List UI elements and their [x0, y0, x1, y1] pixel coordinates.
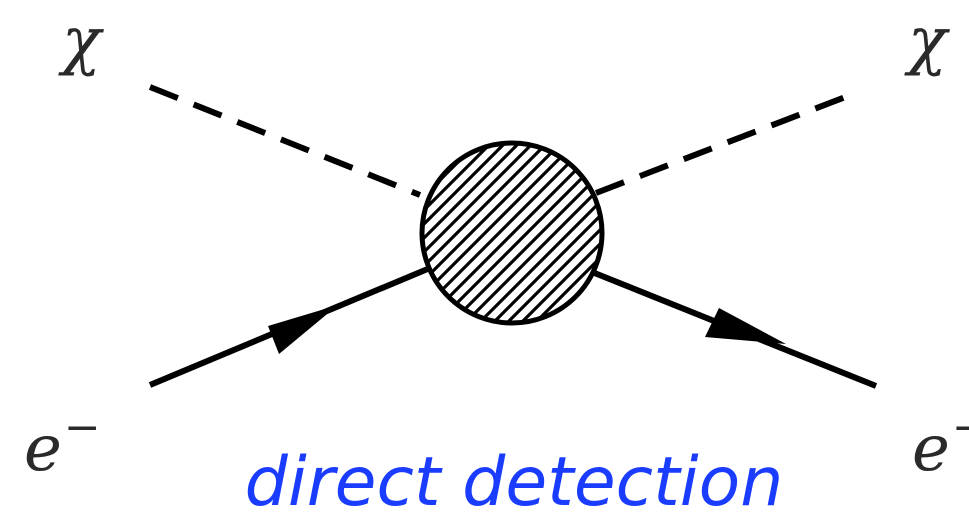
dark-matter-label-top-right: χ	[904, 4, 950, 78]
interaction-blob	[419, 140, 605, 326]
electron-outgoing-arrow-icon	[705, 308, 786, 344]
electron-symbol: e	[912, 412, 950, 486]
electron-incoming-arrow-icon	[268, 305, 338, 354]
electron-charge: −	[64, 402, 101, 453]
dark-matter-label-top-left: χ	[58, 4, 104, 78]
dark-matter-outgoing-line	[594, 93, 850, 196]
electron-charge: −	[952, 402, 969, 453]
electron-label-bottom-left: e−	[24, 402, 101, 486]
electron-symbol: e	[24, 412, 62, 486]
electron-label-bottom-right: e−	[912, 402, 969, 486]
dark-matter-incoming-line	[148, 84, 422, 198]
diagram-caption: direct detection	[245, 443, 784, 518]
